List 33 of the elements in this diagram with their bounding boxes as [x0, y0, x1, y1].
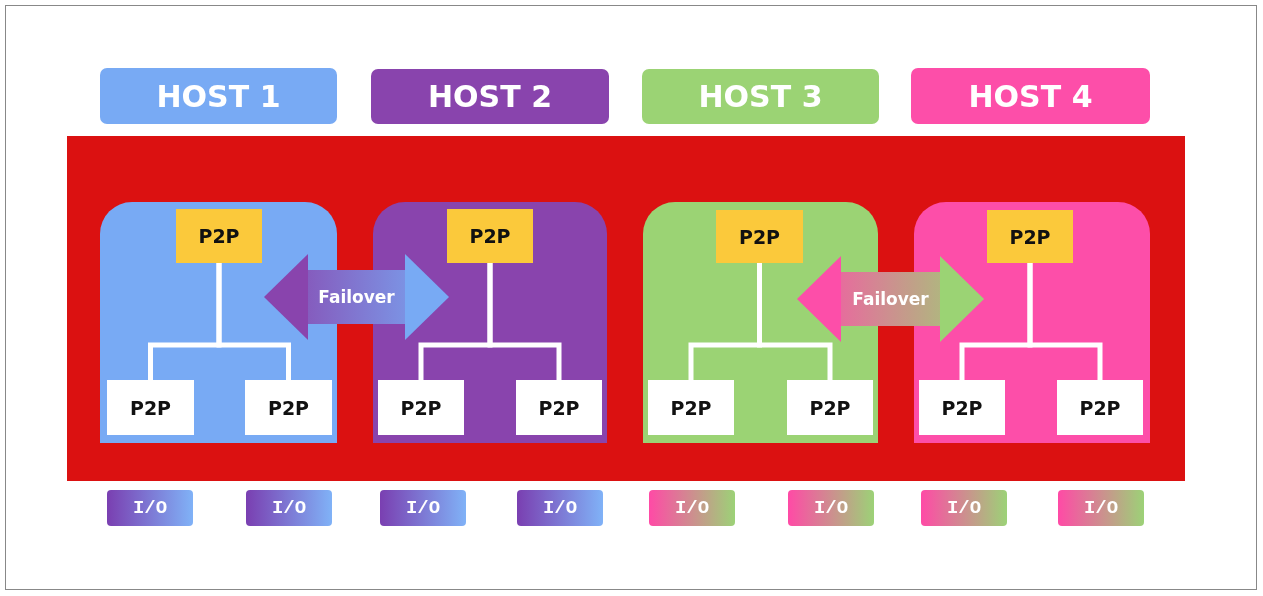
io-port: I/O: [246, 490, 332, 526]
connector-line: [1027, 263, 1103, 380]
p2p-bridge: P2P: [378, 380, 464, 435]
p2p-bridge: P2P: [245, 380, 332, 435]
edge-label: Failover: [318, 287, 395, 307]
p2p-bridge: P2P: [919, 380, 1005, 435]
io-port: I/O: [107, 490, 193, 526]
p2p-bridge: P2P: [787, 380, 873, 435]
host-header: HOST 4: [911, 68, 1150, 124]
host-header: HOST 3: [642, 69, 879, 124]
edge-label: Failover: [852, 289, 929, 309]
p2p-bridge: P2P: [447, 209, 533, 263]
io-port: I/O: [380, 490, 466, 526]
connector-line: [487, 263, 562, 380]
io-port: I/O: [788, 490, 874, 526]
p2p-bridge: P2P: [716, 210, 803, 263]
p2p-bridge: P2P: [516, 380, 602, 435]
io-port: I/O: [1058, 490, 1144, 526]
p2p-bridge: P2P: [987, 210, 1073, 263]
io-port: I/O: [517, 490, 603, 526]
connector-line: [216, 263, 291, 380]
double-arrow: [264, 254, 449, 340]
host-header: HOST 2: [371, 69, 609, 124]
p2p-bridge: P2P: [648, 380, 734, 435]
p2p-bridge: P2P: [176, 209, 262, 263]
host-header: HOST 1: [100, 68, 337, 124]
connector-line: [757, 263, 833, 380]
switch-panel: [67, 136, 1185, 481]
p2p-bridge: P2P: [1057, 380, 1143, 435]
io-port: I/O: [649, 490, 735, 526]
io-port: I/O: [921, 490, 1007, 526]
double-arrow: [797, 256, 984, 342]
p2p-bridge: P2P: [107, 380, 194, 435]
